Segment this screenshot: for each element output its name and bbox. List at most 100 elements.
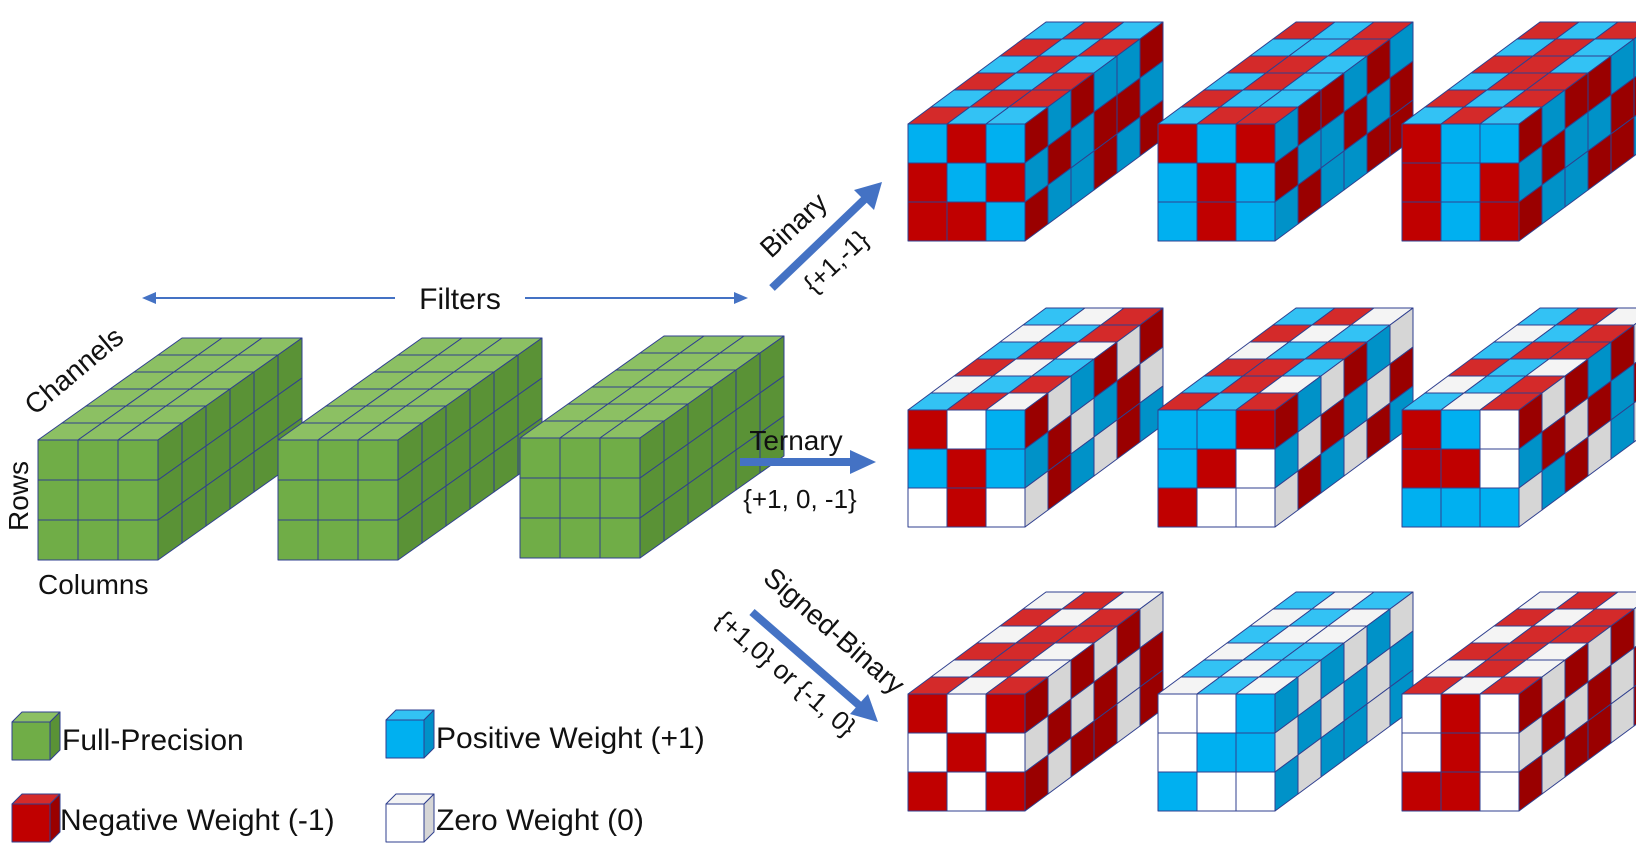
front-cell [1479,201,1520,242]
binary-arrow-group: Binary {+1,-1} [754,182,882,299]
front-cell [77,479,119,521]
front-cell [946,771,987,812]
front-cell [985,487,1026,528]
front-cell [1235,693,1276,734]
front-cell [1401,732,1442,773]
front-cell [1196,162,1237,203]
front-cell [37,519,79,561]
front-cell [277,479,319,521]
front-cell [1401,409,1442,450]
front-cell [1235,162,1276,203]
legend-icon-positive [385,709,435,759]
front-cell [907,487,948,528]
legend: Full-Precision Positive Weight (+1) Nega… [11,709,705,843]
legend-label-positive: Positive Weight (+1) [436,722,705,755]
front-cell [1440,448,1481,489]
columns-label: Columns [38,569,148,600]
front-cell [1157,487,1198,528]
binary-filter-3 [1401,21,1636,242]
front-cell [1479,162,1520,203]
front-cell [946,201,987,242]
front-cell [1157,201,1198,242]
front-cell [1479,732,1520,773]
front-cell [907,201,948,242]
legend-icon-zero [385,793,435,843]
front-cell [1440,409,1481,450]
front-cell [559,437,601,479]
ternary-filter-1 [907,307,1164,528]
ternary-filter-3 [1401,307,1636,528]
front-cell [946,448,987,489]
full-precision-filter-3 [519,335,785,559]
front-cell [1401,162,1442,203]
signed-binary-arrowhead [850,694,878,722]
front-cell [1440,487,1481,528]
signed-binary-arrow-group: Signed-Binary {+1,0} or {-1, 0} [710,561,911,742]
front-cell [985,162,1026,203]
front-cell [1440,732,1481,773]
front-cell [907,732,948,773]
front-cell [1479,487,1520,528]
ternary-arrowhead [850,450,876,474]
binary-filter-1 [907,21,1164,242]
mini-front [11,721,51,761]
front-cell [1235,448,1276,489]
front-cell [1235,771,1276,812]
signed-binary-filter-2 [1157,591,1414,812]
binary-filters [907,21,1636,242]
front-cell [317,479,359,521]
front-cell [946,123,987,164]
legend-label-negative: Negative Weight (-1) [60,804,335,837]
front-cell [1479,123,1520,164]
front-cell [599,477,641,519]
front-cell [985,409,1026,450]
front-cell [1401,448,1442,489]
front-cell [1401,487,1442,528]
front-cell [907,123,948,164]
front-cell [1401,123,1442,164]
front-cell [1157,771,1198,812]
front-cell [946,732,987,773]
front-cell [985,448,1026,489]
signed-binary-arrow [749,608,863,710]
front-cell [1196,448,1237,489]
ternary-filters [907,307,1636,528]
front-cell [559,517,601,559]
front-cell [357,439,399,481]
front-cell [1440,123,1481,164]
front-cell [1196,123,1237,164]
ternary-label: Ternary [749,425,842,456]
front-cell [519,517,561,559]
front-cell [946,162,987,203]
front-cell [907,693,948,734]
front-cell [117,439,159,481]
front-cell [1479,448,1520,489]
front-cell [1196,732,1237,773]
ternary-values: {+1, 0, -1} [743,484,857,514]
front-cell [317,519,359,561]
front-cell [277,519,319,561]
front-cell [985,693,1026,734]
front-cell [519,437,561,479]
front-cell [519,477,561,519]
front-cell [1157,448,1198,489]
front-cell [1401,693,1442,734]
front-cell [985,201,1026,242]
front-cell [77,519,119,561]
front-cell [1196,487,1237,528]
filters-arrow: Filters [142,283,748,316]
front-cell [907,448,948,489]
filters-arrowhead-left [142,292,156,304]
front-cell [1157,162,1198,203]
front-cell [1235,201,1276,242]
front-cell [37,479,79,521]
signed-binary-filter-1 [907,591,1164,812]
legend-label-full-precision: Full-Precision [62,724,244,757]
front-cell [907,771,948,812]
front-cell [1479,771,1520,812]
legend-label-zero: Zero Weight (0) [436,804,644,837]
front-cell [317,439,359,481]
front-cell [1401,771,1442,812]
